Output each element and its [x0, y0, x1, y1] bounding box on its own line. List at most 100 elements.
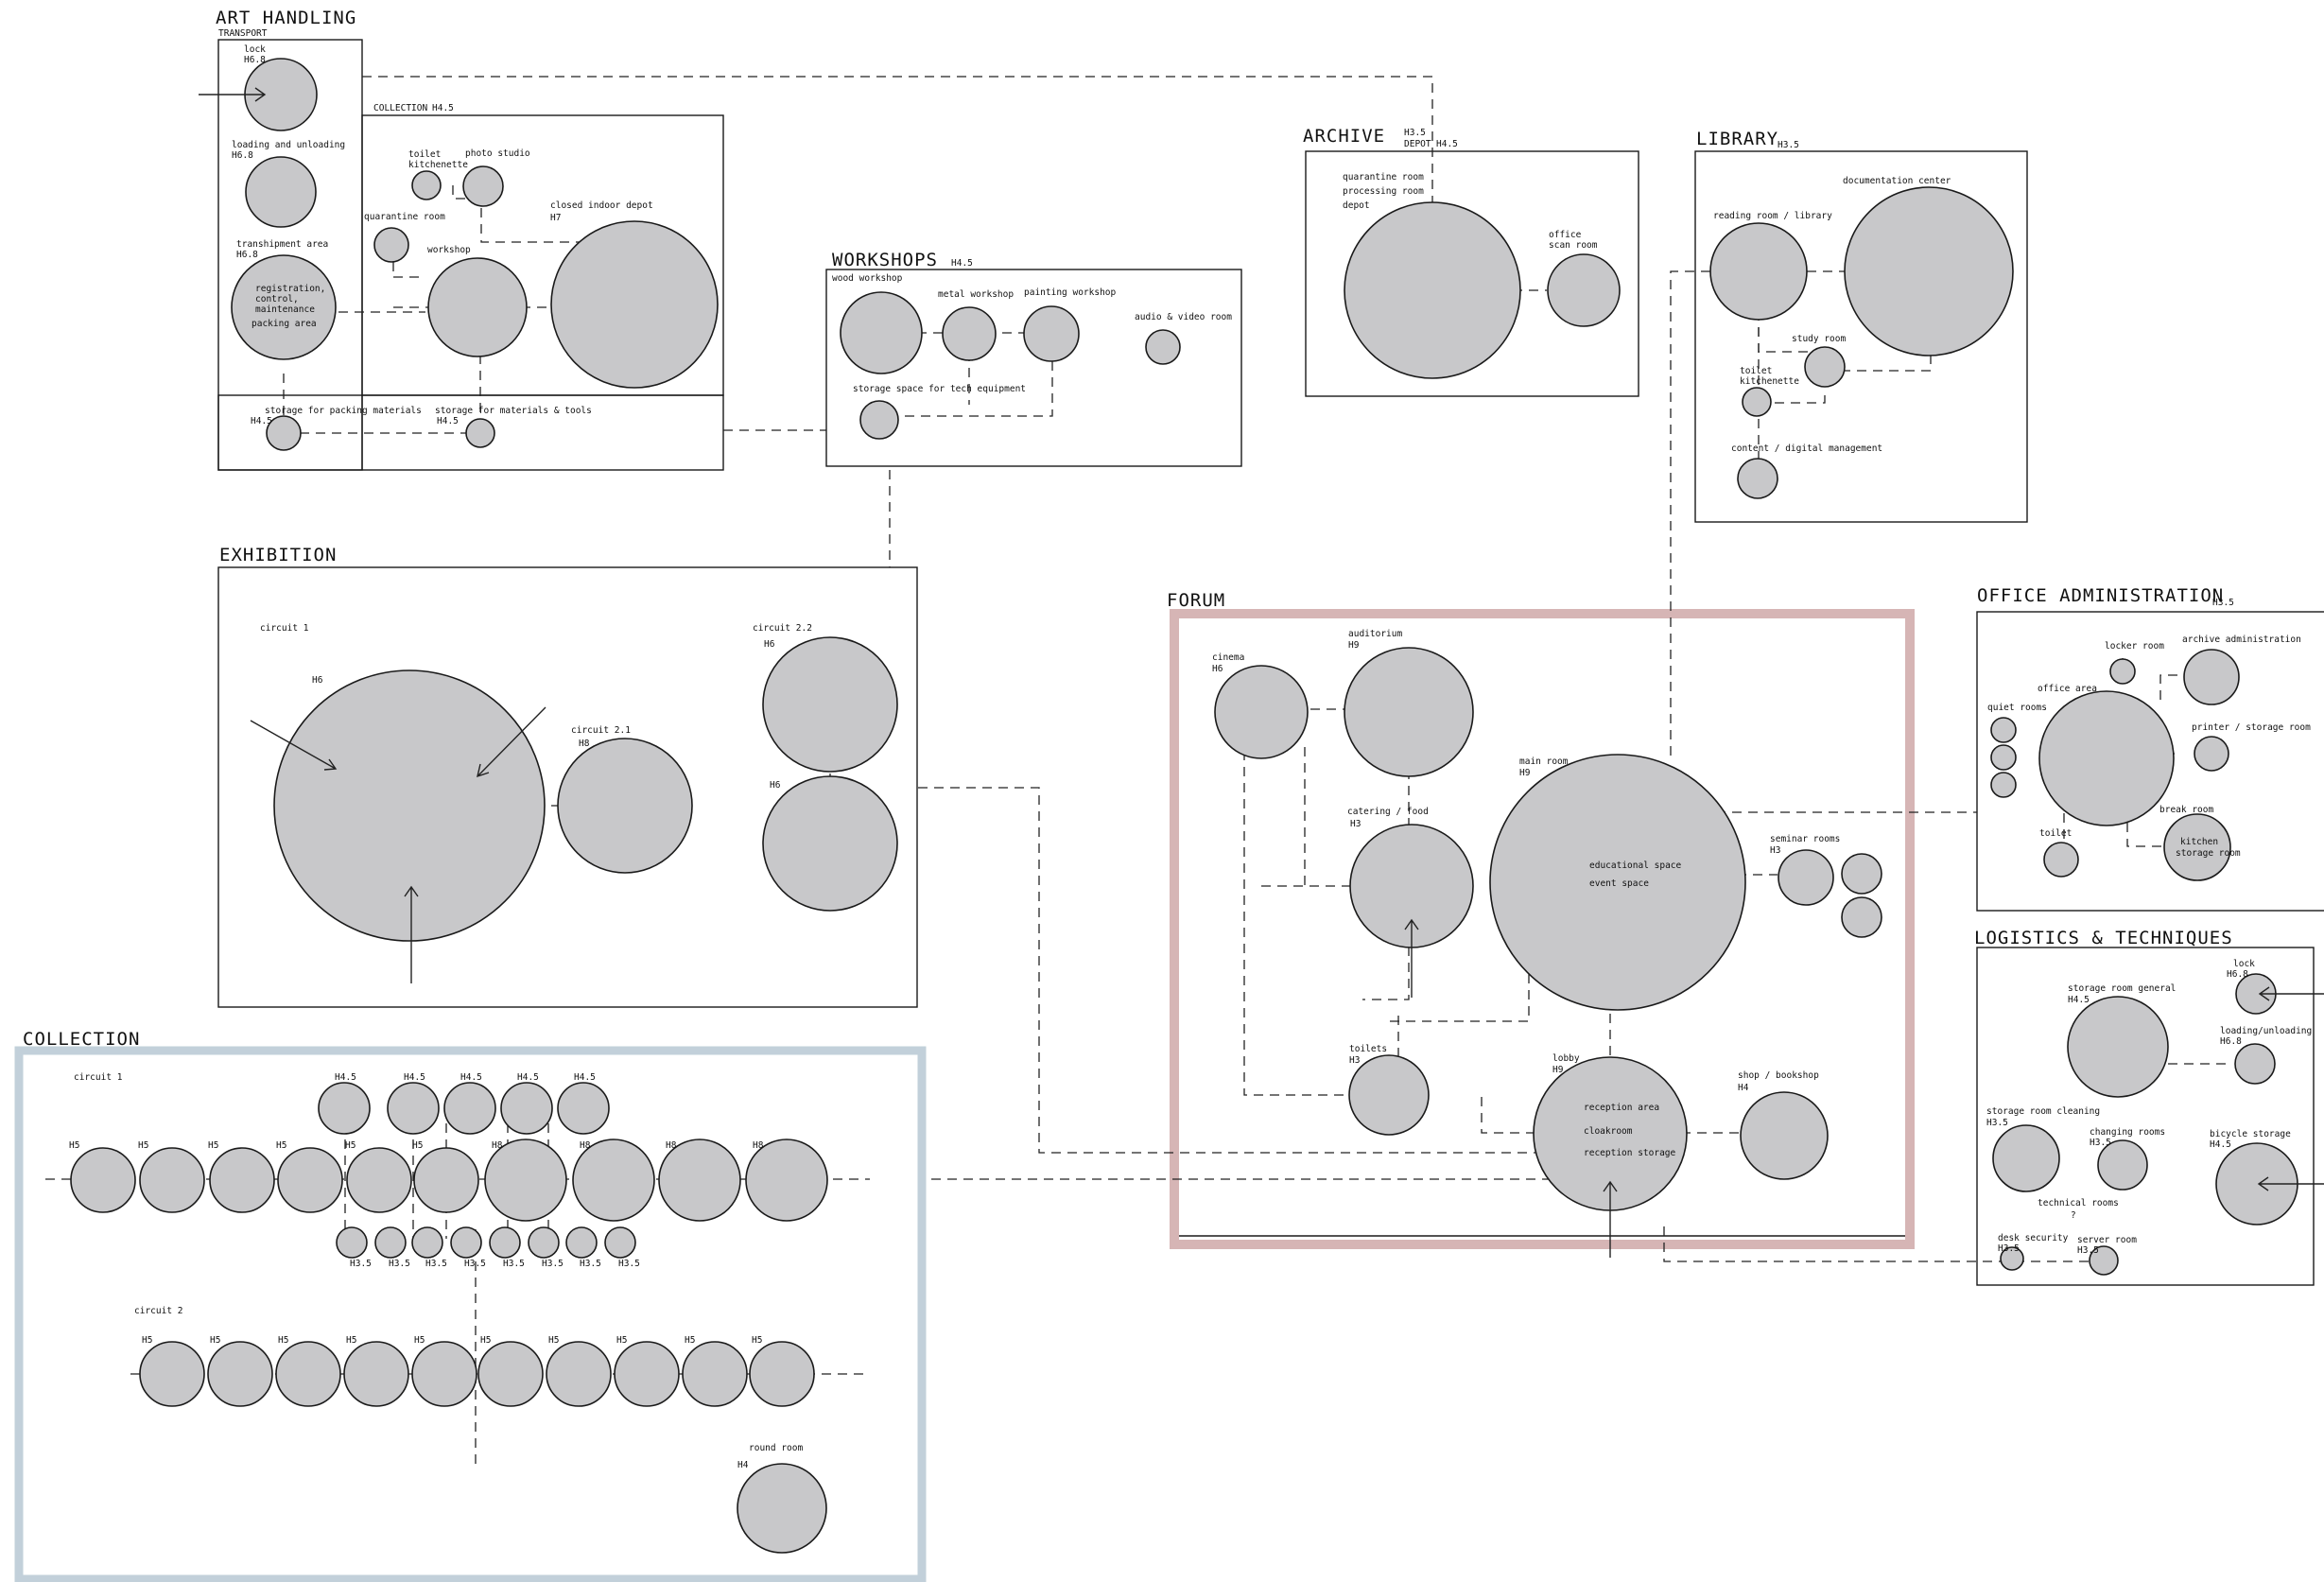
- svg-text:H3.5: H3.5: [1404, 128, 1426, 138]
- svg-text:wood workshop: wood workshop: [832, 273, 903, 284]
- room-height-label: H3.5: [580, 1259, 601, 1269]
- svg-text:storage room: storage room: [2176, 848, 2241, 859]
- svg-text:circuit 1: circuit 1: [74, 1072, 123, 1083]
- svg-text:H7: H7: [550, 213, 561, 223]
- room-server: [2089, 1245, 2119, 1276]
- room-circuit-2-2-lower: [762, 775, 898, 912]
- svg-text:reading room / library: reading room / library: [1713, 211, 1832, 221]
- forum-section: FORUM cinema H6 auditorium H9 catering /…: [1167, 590, 1882, 1258]
- room-lower-7: [565, 1226, 598, 1259]
- svg-text:content / digital management: content / digital management: [1731, 443, 1882, 454]
- room-quarantine: [373, 227, 409, 263]
- svg-text:depot: depot: [1343, 200, 1370, 211]
- room-tech-storage: [859, 400, 899, 440]
- room-seminar-2: [1841, 853, 1882, 895]
- room-upper-1: [318, 1082, 371, 1135]
- room-height-label: H5: [616, 1335, 627, 1346]
- svg-text:H6: H6: [1212, 664, 1223, 674]
- svg-text:quarantine room: quarantine room: [1343, 172, 1424, 183]
- room-upper-5: [557, 1082, 610, 1135]
- svg-text:?: ?: [2071, 1210, 2076, 1221]
- room-height-label: H3.5: [425, 1259, 447, 1269]
- svg-text:main room: main room: [1519, 756, 1569, 767]
- svg-text:H6: H6: [770, 780, 781, 791]
- svg-text:printer / storage room: printer / storage room: [2192, 722, 2311, 733]
- room-height-label: H3.5: [618, 1259, 640, 1269]
- room-height-label: H3.5: [503, 1259, 525, 1269]
- room-lower-6: [528, 1226, 560, 1259]
- room-height-label: H5: [480, 1335, 491, 1346]
- room-circuit-1-6: [413, 1147, 479, 1213]
- room-quiet-3: [1990, 772, 2017, 798]
- room-height-label: H8: [492, 1140, 503, 1151]
- room-height-label: H5: [414, 1335, 425, 1346]
- room-circuit-2-3: [275, 1341, 341, 1407]
- svg-text:COLLECTION: COLLECTION: [373, 103, 427, 113]
- section-title-forum: FORUM: [1167, 590, 1225, 611]
- svg-text:kitchenette: kitchenette: [1740, 376, 1799, 387]
- room-toilet-kitchenette: [411, 170, 442, 200]
- section-title-art-handling: ART HANDLING: [216, 8, 356, 28]
- room-height-label: H5: [345, 1140, 356, 1151]
- room-locker: [2109, 658, 2136, 685]
- room-height-label: H4.5: [335, 1072, 356, 1083]
- archive-section: ARCHIVE H3.5 DEPOT H4.5 quarantine room …: [1303, 126, 1621, 379]
- room-upper-4: [500, 1082, 553, 1135]
- room-height-label: H8: [753, 1140, 764, 1151]
- svg-text:break room: break room: [2159, 805, 2213, 815]
- svg-text:H3.5: H3.5: [2212, 598, 2234, 608]
- svg-text:TRANSPORT: TRANSPORT: [218, 28, 268, 39]
- svg-text:server room: server room: [2077, 1235, 2137, 1245]
- svg-text:technical rooms: technical rooms: [2038, 1198, 2119, 1208]
- svg-text:locker room: locker room: [2105, 641, 2164, 652]
- office-section: OFFICE ADMINISTRATION H3.5 locker room a…: [1977, 585, 2311, 881]
- svg-text:H4: H4: [737, 1460, 749, 1470]
- room-workshop: [427, 257, 528, 357]
- svg-text:toilet: toilet: [1740, 366, 1772, 376]
- room-upper-3: [443, 1082, 496, 1135]
- room-circuit-1-10: [745, 1139, 828, 1222]
- section-title-office: OFFICE ADMINISTRATION: [1977, 585, 2224, 606]
- svg-text:toilet: toilet: [408, 149, 441, 160]
- svg-text:control,: control,: [255, 294, 299, 304]
- room-transhipment: [231, 254, 337, 360]
- room-height-label: H5: [685, 1335, 695, 1346]
- svg-text:H3.5: H3.5: [1778, 140, 1799, 150]
- svg-text:loading/unloading: loading/unloading: [2220, 1026, 2312, 1036]
- room-audio-video: [1145, 329, 1181, 365]
- svg-text:processing room: processing room: [1343, 186, 1424, 197]
- room-height-label: H5: [69, 1140, 79, 1151]
- room-storage-general: [2067, 996, 2169, 1098]
- room-lower-4: [450, 1226, 482, 1259]
- svg-text:reception storage: reception storage: [1584, 1148, 1676, 1158]
- room-seminar-1: [1778, 849, 1834, 906]
- room-circuit-1-5: [346, 1147, 412, 1213]
- room-loading: [245, 156, 317, 228]
- room-height-label: H8: [580, 1140, 591, 1151]
- svg-text:archive administration: archive administration: [2182, 635, 2301, 645]
- room-documentation-center: [1844, 186, 2014, 356]
- svg-text:metal workshop: metal workshop: [938, 289, 1014, 300]
- room-circuit-1-4: [277, 1147, 343, 1213]
- section-title-archive: ARCHIVE: [1303, 126, 1385, 147]
- room-circuit-2-2-upper: [762, 636, 898, 773]
- svg-text:H3.5: H3.5: [1998, 1243, 2020, 1254]
- room-height-label: H5: [346, 1335, 356, 1346]
- svg-text:H9: H9: [1519, 768, 1531, 778]
- svg-text:photo studio: photo studio: [465, 148, 530, 159]
- svg-text:auditorium: auditorium: [1348, 629, 1402, 639]
- svg-text:quarantine room: quarantine room: [364, 212, 445, 222]
- room-archive-administration: [2183, 649, 2240, 705]
- room-reading: [1709, 222, 1808, 321]
- workshops-section: WORKSHOPS H4.5 wood workshop metal works…: [832, 250, 1232, 440]
- svg-text:H3.5: H3.5: [1986, 1118, 2008, 1128]
- room-height-label: H8: [666, 1140, 677, 1151]
- svg-text:H6: H6: [312, 675, 323, 686]
- svg-text:lock: lock: [2233, 959, 2255, 969]
- room-circuit-2-8: [614, 1341, 680, 1407]
- svg-text:H6: H6: [764, 639, 775, 650]
- svg-text:H4.5: H4.5: [432, 103, 454, 113]
- svg-text:H6.8: H6.8: [2227, 969, 2248, 980]
- svg-text:transhipment area: transhipment area: [236, 239, 328, 250]
